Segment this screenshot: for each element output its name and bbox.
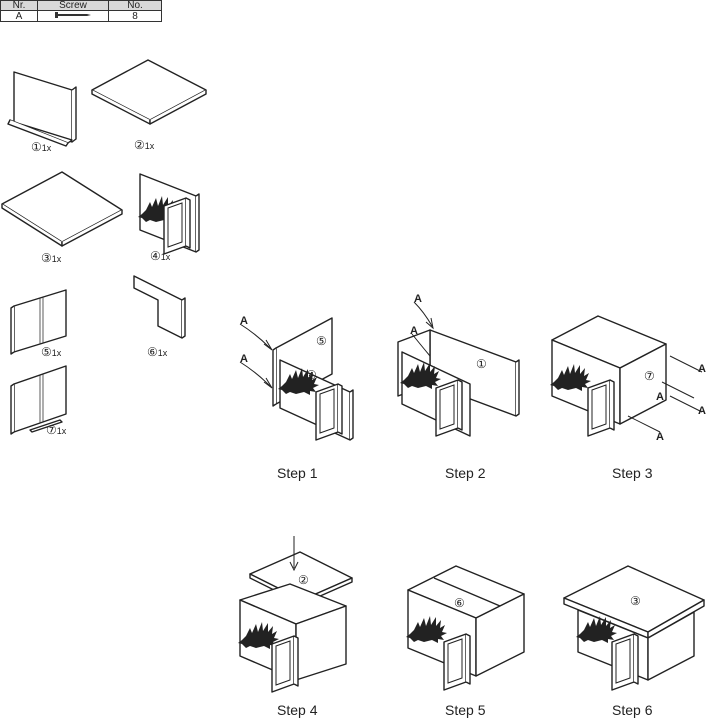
part-1-label: ①1x <box>31 140 52 154</box>
step-3-screw-label-a2: A <box>656 391 664 403</box>
part-6: ⑥1x <box>133 275 186 359</box>
part-2-num: ② <box>134 138 145 152</box>
part-4-num: ④ <box>150 249 161 263</box>
part-6-num: ⑥ <box>147 345 158 359</box>
step-6-caption: Step 6 <box>612 702 653 718</box>
step-2-side-number: ① <box>476 357 487 371</box>
step-1-caption: Step 1 <box>277 465 318 481</box>
step-1-illustration: ⑤ ④ A A <box>239 315 354 441</box>
step-2-caption: Step 2 <box>445 465 486 481</box>
part-3-num: ③ <box>41 251 52 265</box>
part-2-qty: 1x <box>145 141 155 151</box>
step-3-side-number: ⑦ <box>644 369 655 383</box>
part-3: ③1x <box>1 171 123 265</box>
step-5-caption: Step 5 <box>445 702 486 718</box>
screw-table-header: Nr. Screw No. <box>0 0 162 11</box>
part-1: ①1x <box>7 71 77 154</box>
screw-nr: A <box>0 10 38 22</box>
part-7: ⑦1x <box>10 365 67 437</box>
screw-icon <box>37 10 109 22</box>
part-4-qty: 1x <box>161 252 171 262</box>
part-3-qty: 1x <box>52 254 62 264</box>
part-4-label: ④1x <box>150 249 171 263</box>
part-7-num: ⑦ <box>46 423 57 437</box>
part-5-qty: 1x <box>52 348 62 358</box>
part-5-label: ⑤1x <box>41 345 62 359</box>
table-row: A 8 <box>0 10 162 22</box>
step-1-back-number: ⑤ <box>316 334 327 348</box>
step-4-top-number: ② <box>298 573 309 587</box>
step-1-screw-label-a1: A <box>240 315 248 327</box>
part-1-num: ① <box>31 140 42 154</box>
step-6-roof-number: ③ <box>630 594 641 608</box>
step-3-screw-label-a4: A <box>656 431 664 443</box>
part-1-qty: 1x <box>42 143 52 153</box>
part-7-qty: 1x <box>57 426 67 436</box>
step-2-screw-label-a2: A <box>410 325 418 337</box>
step-5-illustration: ⑥ <box>406 565 525 691</box>
step-1-front-number: ④ <box>306 368 317 382</box>
screw-table: Nr. Screw No. A 8 <box>0 0 162 22</box>
step-5-inner-number: ⑥ <box>454 596 465 610</box>
step-1-screw-label-a2: A <box>240 353 248 365</box>
part-5: ⑤1x <box>10 289 67 359</box>
step-3-illustration: ⑦ A A A A <box>550 315 706 443</box>
step-3-screw-label-a1: A <box>698 363 706 375</box>
step-3-caption: Step 3 <box>612 465 653 481</box>
step-6-illustration: ③ <box>563 565 705 691</box>
part-2: ②1x <box>91 59 207 152</box>
step-3-screw-label-a3: A <box>698 405 706 417</box>
step-4-illustration: ② <box>238 536 353 693</box>
part-2-label: ②1x <box>134 138 155 152</box>
step-2-illustration: ① A A <box>397 293 520 437</box>
part-6-qty: 1x <box>158 348 168 358</box>
step-4-caption: Step 4 <box>277 702 318 718</box>
part-5-num: ⑤ <box>41 345 52 359</box>
part-6-label: ⑥1x <box>147 345 168 359</box>
part-4: ④1x <box>138 173 200 263</box>
part-7-label: ⑦1x <box>46 423 67 437</box>
screw-count: 8 <box>108 10 162 22</box>
part-3-label: ③1x <box>41 251 62 265</box>
step-2-screw-label-a1: A <box>414 293 422 305</box>
